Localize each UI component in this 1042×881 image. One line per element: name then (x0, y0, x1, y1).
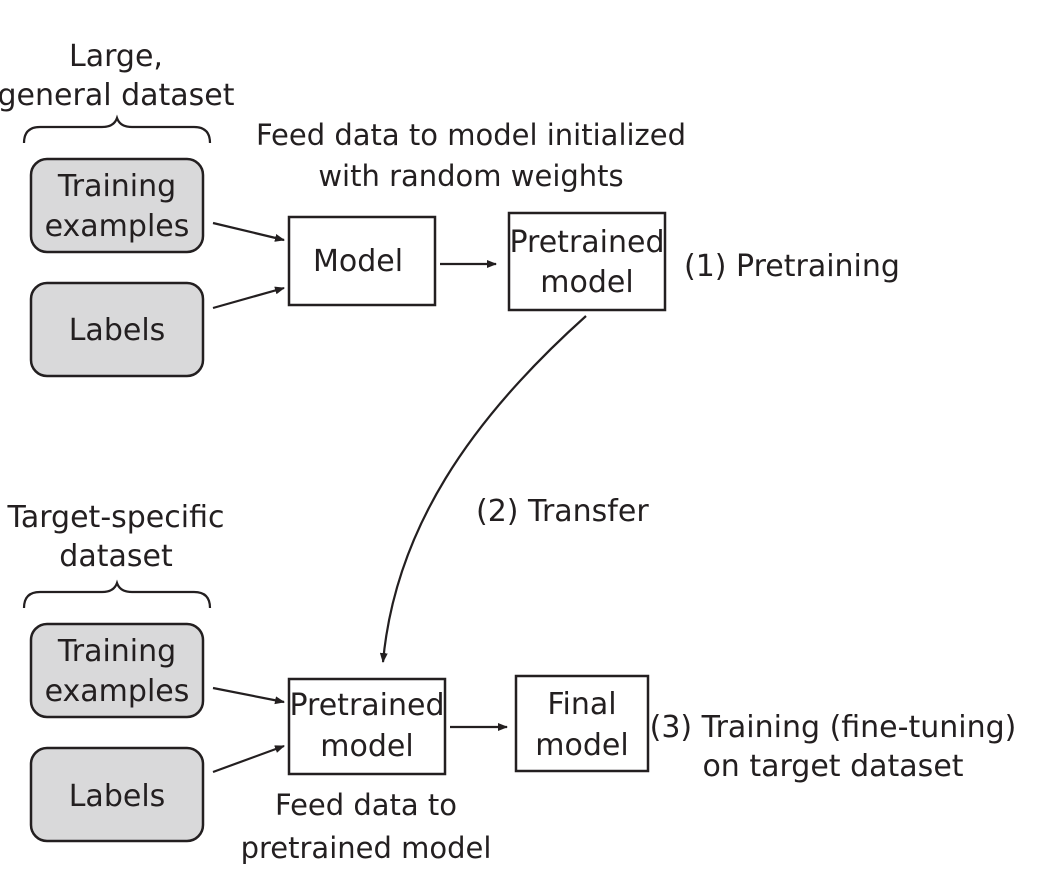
target-dataset-label-line1: Target-specific (7, 500, 225, 535)
pretraining-feed-text-line2: with random weights (318, 159, 623, 193)
pretrained-model-bottom-line2: model (320, 729, 413, 764)
finetune-labels-text: Labels (69, 779, 166, 814)
transfer-step-label: (2) Transfer (476, 494, 649, 529)
pretrained-model-bottom-line1: Pretrained (289, 688, 444, 723)
finetuning-feed-text-line1: Feed data to (275, 788, 457, 822)
pretrained-model-top-line2: model (540, 265, 633, 300)
large-dataset-brace (22, 114, 212, 144)
target-dataset-brace (22, 579, 212, 609)
pretraining-training-examples-line2: examples (45, 209, 190, 244)
finetuning-step-label-line2: on target dataset (702, 749, 963, 784)
final-model-box (514, 674, 650, 773)
final-model-line2: model (535, 728, 628, 763)
large-dataset-label-line1: Large, (69, 39, 163, 74)
model-text: Model (313, 244, 403, 279)
finetune-training-examples-box (29, 622, 205, 719)
arrow-finetune-labels-to-pretrained (212, 744, 285, 774)
finetuning-step-label-line1: (3) Training (fine-tuning) (650, 710, 1017, 745)
target-dataset-label-line2: dataset (59, 539, 173, 574)
pretrained-model-box-bottom (287, 677, 447, 776)
model-box (287, 215, 437, 307)
pretraining-feed-text-line1: Feed data to model initialized (256, 118, 686, 152)
transfer-arrow (379, 315, 587, 663)
pretraining-training-examples-box (29, 157, 205, 254)
arrow-labels-to-model (212, 286, 285, 310)
arrow-training-examples-to-model (212, 221, 285, 242)
final-model-line1: Final (547, 687, 616, 722)
pretraining-labels-box (29, 281, 205, 378)
finetune-training-examples-line2: examples (45, 674, 190, 709)
finetune-training-examples-line1: Training (57, 634, 176, 669)
arrow-finetune-training-examples-to-pretrained (212, 686, 285, 705)
pretrained-model-box-top (507, 211, 667, 312)
finetune-labels-box (29, 746, 205, 843)
pretraining-labels-text: Labels (69, 313, 166, 348)
pretraining-step-label: (1) Pretraining (684, 249, 900, 284)
pretraining-training-examples-line1: Training (57, 169, 176, 204)
large-dataset-label-line2: general dataset (0, 78, 235, 113)
finetuning-feed-text-line2: pretrained model (241, 831, 492, 865)
pretrained-model-top-line1: Pretrained (509, 225, 664, 260)
